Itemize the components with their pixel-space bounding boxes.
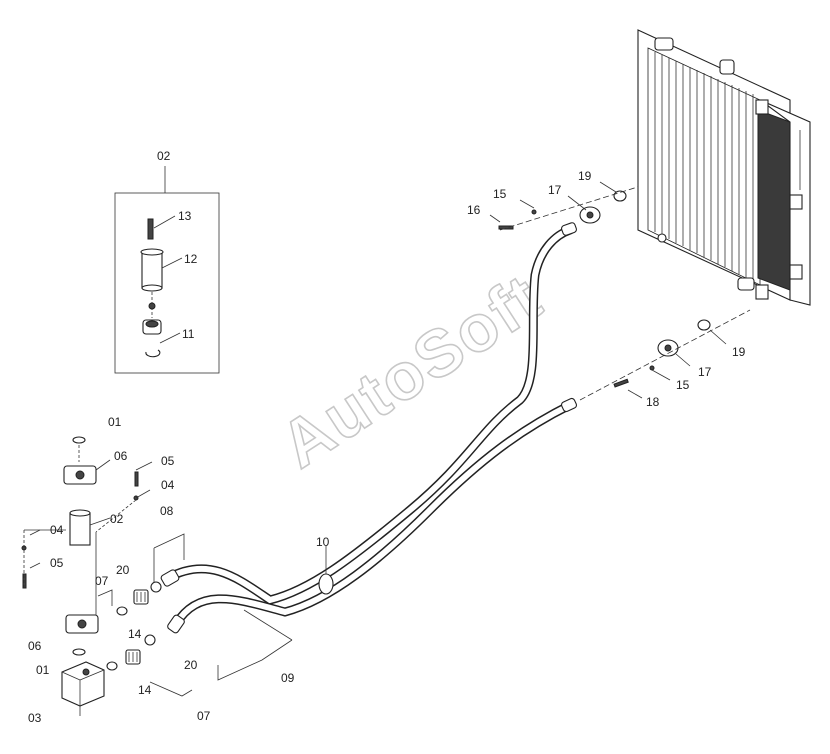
callout-label: 06 [28, 639, 42, 653]
hose-assembly [160, 222, 578, 634]
callout-label: 18 [646, 395, 660, 409]
o-ring-01-top [72, 436, 86, 444]
watermark-text: AutoSoft [267, 259, 554, 482]
bolt-18-lower [613, 378, 629, 388]
callout-label: 13 [178, 209, 192, 223]
callout-label: 05 [50, 556, 64, 570]
callout-label: 05 [161, 454, 175, 468]
callout-label: 17 [548, 183, 562, 197]
callout-label: 14 [138, 683, 152, 697]
callout-label: 14 [128, 627, 142, 641]
bolt-16-upper [498, 225, 514, 230]
bolt-05-left [22, 573, 27, 589]
detail-box-02: 02 [114, 149, 220, 374]
callout-label: 15 [676, 378, 690, 392]
callout-label: 20 [116, 563, 130, 577]
o-ring-14-upper [116, 606, 128, 616]
callout-label: 02 [110, 512, 124, 526]
callout-label: 20 [184, 658, 198, 672]
valve-part-11 [142, 319, 162, 335]
o-ring-19-lower [697, 319, 711, 331]
detail-box-label: 02 [157, 149, 171, 163]
callout-label: 19 [732, 345, 746, 359]
callout-label: 15 [493, 187, 507, 201]
callout-label: 04 [50, 523, 64, 537]
callout-label: 06 [114, 449, 128, 463]
o-ring-19-upper [613, 190, 627, 202]
callout-label: 17 [698, 365, 712, 379]
circlip-part [145, 349, 161, 358]
flange-17-upper [579, 206, 601, 224]
flange-17-lower [657, 339, 679, 357]
radiator-fins [654, 52, 754, 281]
flange-06-bottom [65, 614, 99, 634]
callout-label: 07 [95, 574, 109, 588]
washer-15-lower [649, 365, 655, 371]
callout-label: 10 [316, 535, 330, 549]
fitting-07-lower [125, 649, 141, 665]
callout-label: 01 [36, 663, 50, 677]
bolt-05-right [134, 471, 139, 487]
callout-label: 08 [160, 504, 174, 518]
block-03 [61, 661, 105, 707]
callout-label: 11 [182, 327, 195, 341]
cylinder-02 [69, 509, 91, 546]
callout-label: 01 [108, 415, 122, 429]
washer-15-upper [531, 209, 537, 215]
upper-connection [489, 179, 661, 231]
callout-label: 09 [281, 671, 295, 685]
o-ring-20-upper [150, 581, 162, 593]
callout-label: 16 [467, 203, 481, 217]
flange-06-top [63, 465, 97, 485]
o-ring-14-lower [106, 661, 118, 671]
lower-connection [579, 309, 751, 401]
callout-label: 12 [184, 252, 198, 266]
callout-label: 07 [197, 709, 211, 723]
callout-label: 19 [578, 169, 592, 183]
callout-labels: 01 06 05 04 02 04 05 06 01 03 07 20 14 0… [28, 169, 746, 725]
filter-sleeve-part-12 [140, 248, 164, 292]
clamp-10 [318, 573, 334, 595]
callout-label: 03 [28, 711, 42, 725]
o-ring-20-lower [144, 634, 156, 646]
callout-label: 04 [161, 478, 175, 492]
fitting-07-upper [133, 589, 149, 605]
spring-part-13 [147, 218, 154, 240]
o-ring-01-bottom [72, 648, 86, 656]
filter-assembly [21, 436, 293, 716]
radiator-assembly [637, 29, 811, 306]
